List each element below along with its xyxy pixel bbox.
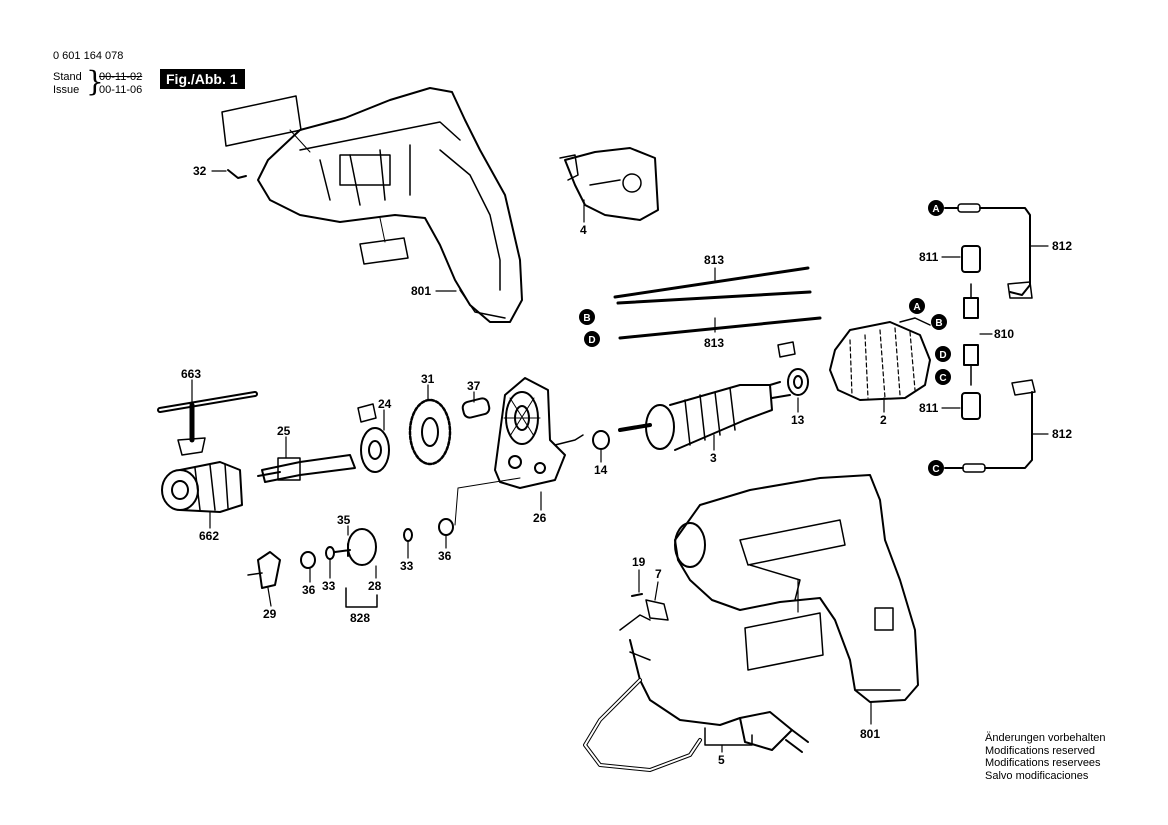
part-label: 33 <box>400 559 414 573</box>
part-label: 24 <box>378 397 392 411</box>
bearing-13 <box>777 341 809 396</box>
part-label: 37 <box>467 379 481 393</box>
figure-badge: Fig./Abb. 1 <box>160 69 245 89</box>
part-label: 662 <box>199 529 219 543</box>
ref-b-stator: B <box>935 318 942 329</box>
gear-train-lower <box>247 477 521 608</box>
part-label: 32 <box>193 164 207 178</box>
power-cord <box>583 593 809 772</box>
part-label: 801 <box>411 284 431 298</box>
pin <box>461 397 491 419</box>
part-label: 4 <box>580 223 587 237</box>
armature <box>618 381 791 451</box>
drill-chuck <box>161 461 243 513</box>
chuck-key <box>157 391 258 456</box>
brush-assembly <box>961 245 981 420</box>
part-label: 3 <box>710 451 717 465</box>
bearing-14 <box>592 430 610 450</box>
part-label: 31 <box>421 372 435 386</box>
part-label: 26 <box>533 511 547 525</box>
part-label: 14 <box>594 463 608 477</box>
part-number: 0 601 164 078 <box>53 50 124 62</box>
ref-a-stator: A <box>913 302 920 313</box>
note-line: Änderungen vorbehalten <box>985 732 1106 744</box>
part-label: 810 <box>994 327 1014 341</box>
part-label: 663 <box>181 367 201 381</box>
note-line: Modifications reservees <box>985 757 1101 769</box>
part-label: 801 <box>860 727 880 741</box>
notes-block: Änderungen vorbehalten Modifications res… <box>985 732 1105 782</box>
stator <box>829 317 931 401</box>
leader-lines <box>191 170 1049 753</box>
part-label: 35 <box>337 513 351 527</box>
part-label: 828 <box>350 611 370 625</box>
part-label: 36 <box>438 549 452 563</box>
ref-d-stator: D <box>939 350 946 361</box>
issue-label: Issue <box>53 84 80 96</box>
note-line: Modifications reserved <box>985 744 1096 757</box>
rod-b <box>616 290 812 305</box>
part-label: 5 <box>718 753 725 767</box>
part-label: 2 <box>880 413 887 427</box>
part-label: 811 <box>919 401 939 415</box>
issue-date: 00-11-06 <box>99 84 143 96</box>
stand-label: Stand <box>53 71 82 83</box>
part-label: 813 <box>704 336 724 350</box>
wire-812-lower <box>944 379 1036 473</box>
gear-24 <box>357 403 390 473</box>
gear-31 <box>408 398 452 466</box>
part-label: 19 <box>632 555 646 569</box>
ref-d-rod: D <box>588 335 595 346</box>
bearing-plate <box>494 377 584 489</box>
ref-c-wire: C <box>932 464 939 475</box>
brace-icon: } <box>86 65 104 98</box>
part-label: 812 <box>1052 427 1072 441</box>
housing-half-rear <box>221 87 523 323</box>
wire-812-upper <box>944 203 1033 299</box>
part-label: 7 <box>655 567 662 581</box>
ref-markers: A B D A B D C C <box>579 200 951 476</box>
part-label: 36 <box>302 583 316 597</box>
part-label: 811 <box>919 250 939 264</box>
part-label: 813 <box>704 253 724 267</box>
part-label: 29 <box>263 607 277 621</box>
part-label: 812 <box>1052 239 1072 253</box>
part-label: 25 <box>277 424 291 438</box>
note-line: Salvo modificaciones <box>985 769 1089 782</box>
part-label: 33 <box>322 579 336 593</box>
part-label: 13 <box>791 413 805 427</box>
part-label: 28 <box>368 579 382 593</box>
ref-a-wire: A <box>932 204 939 215</box>
housing-half-front <box>674 474 919 703</box>
ref-b-rod: B <box>583 313 590 324</box>
ref-c-stator: C <box>939 373 946 384</box>
switch <box>559 147 659 221</box>
rod-d <box>618 316 822 340</box>
spindle <box>257 454 356 483</box>
stand-date: 00-11-02 <box>99 71 143 83</box>
part-labels: 32 801 4 813 813 812 811 810 811 812 663… <box>181 164 1072 767</box>
